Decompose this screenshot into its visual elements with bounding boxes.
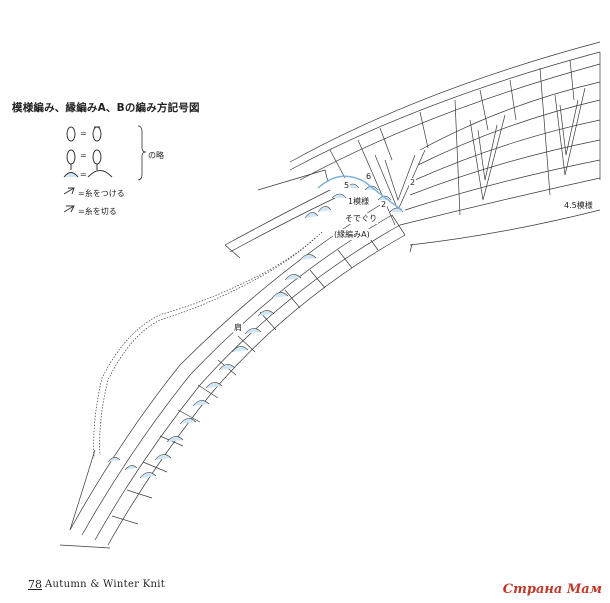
watermark: Страна Мам [502,582,602,597]
shoulder-label: 肩 [233,322,243,333]
legend-symbols [63,125,147,213]
sleeve-outer-edge [107,234,406,546]
puff-stitch-symbol [66,126,76,142]
legend-equals-3: = [80,170,87,179]
legend-equals-2: = [80,151,87,160]
sleeve-opening-label: そでぐり [344,213,379,224]
legend-cut-yarn: =糸を切る [78,207,117,216]
diagram-title: 模様編み、縁編みA、Bの編み方記号図 [12,102,200,114]
magazine-title: Autumn & Winter Knit [45,579,166,590]
legend-abbrev-label: の略 [148,151,164,160]
legend-equals-1: = [80,129,87,138]
row-number-5: 5 [343,181,351,190]
width-repeat-label: 4.5模様 [563,200,594,211]
yoke-lower-edge [409,209,601,246]
pattern-repeat-label: 1模様 [347,196,371,207]
row-number-2b: 2 [380,200,388,209]
armhole-outline [99,237,316,456]
edging-a-label: (縁編みA) [333,229,371,240]
row-number-2a: 2 [409,178,417,187]
legend: = = = の略 =糸をつける =糸を切る [60,122,170,222]
row-number-6: 6 [365,172,373,181]
yoke-outer-edge [289,41,601,163]
legend-attach-yarn: =糸をつける [78,189,125,198]
page-number: 78 [28,578,42,591]
